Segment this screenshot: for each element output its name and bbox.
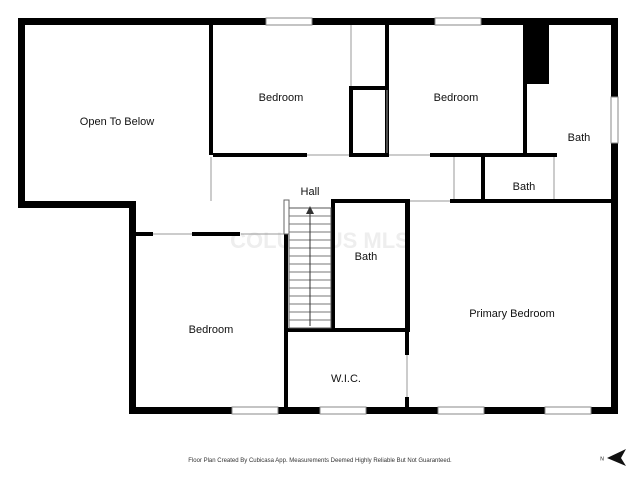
wall-top xyxy=(18,18,618,25)
room-label-open-to-below: Open To Below xyxy=(80,116,154,128)
compass-label: N xyxy=(600,456,604,462)
wall-bath-top xyxy=(331,199,410,203)
window-bedroom1 xyxy=(265,17,313,26)
wall-closet-bottom xyxy=(349,153,389,157)
wall-right xyxy=(611,18,618,414)
north-arrow-icon: N xyxy=(600,449,626,466)
window-wic xyxy=(319,406,367,415)
room-label-bedroom-top-left: Bedroom xyxy=(259,92,304,104)
wall-left-lower xyxy=(129,201,136,414)
wall-open-right xyxy=(209,25,213,155)
wall-bath-bottom xyxy=(286,328,410,332)
window-bath-right xyxy=(610,96,619,144)
wall-primary-top xyxy=(556,199,611,203)
window-bedroom2 xyxy=(434,17,482,26)
floor-plan-credit: Floor Plan Created By Cubicasa App. Meas… xyxy=(188,458,452,464)
wall-bedroom2-bottom xyxy=(430,153,557,157)
wall-wic-right-lower xyxy=(405,397,409,411)
chimney-block xyxy=(527,25,549,84)
room-label-bath-right: Bath xyxy=(568,132,591,144)
stair-rail xyxy=(283,199,290,235)
wall-bedroom2-right xyxy=(523,25,527,157)
room-label-bath-center: Bath xyxy=(355,251,378,263)
wall-open-bottom xyxy=(18,201,136,208)
room-label-bedroom-top-right: Bedroom xyxy=(434,92,479,104)
wall-bedroom3-right xyxy=(284,236,288,414)
room-label-bedroom-bottom-left: Bedroom xyxy=(189,324,234,336)
wall-closet-mid xyxy=(353,86,389,90)
wall-bottom xyxy=(129,407,618,414)
staircase xyxy=(288,206,332,329)
wall-left-upper xyxy=(18,18,25,208)
wall-bath-right xyxy=(405,199,410,330)
wall-wic-right xyxy=(405,330,409,355)
room-label-primary-bedroom: Primary Bedroom xyxy=(469,308,555,320)
wall-smallbath-bottom xyxy=(450,199,556,203)
wall-bath-left xyxy=(331,199,335,330)
wall-closet-left xyxy=(349,86,353,157)
window-bedroom3 xyxy=(231,406,279,415)
room-label-hall: Hall xyxy=(301,186,320,198)
wall-bedroom3-top-b xyxy=(192,232,240,236)
room-label-bath-small: Bath xyxy=(513,181,536,193)
wall-bedroom1-bottom xyxy=(213,153,307,157)
wall-bedroom3-top xyxy=(136,232,153,236)
window-primary-1 xyxy=(437,406,485,415)
window-primary-2 xyxy=(544,406,592,415)
wall-smallbath-left xyxy=(481,157,485,203)
room-label-wic: W.I.C. xyxy=(331,373,361,385)
